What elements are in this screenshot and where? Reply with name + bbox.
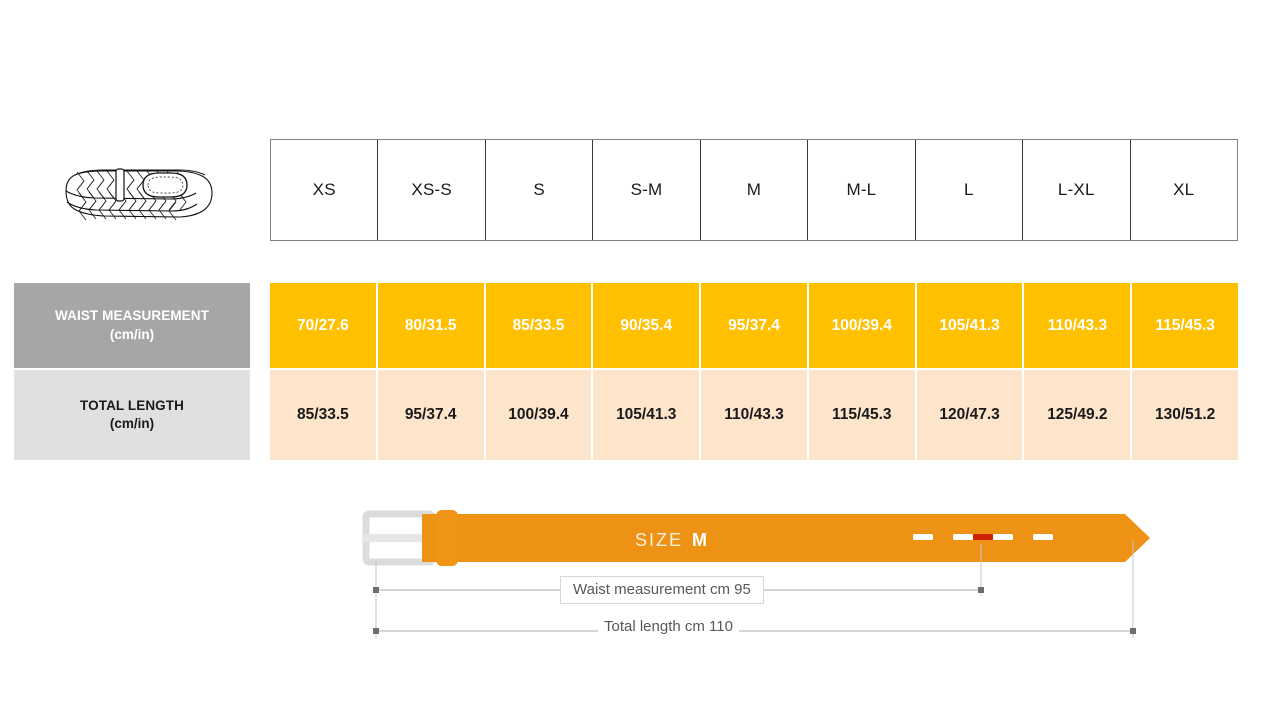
size-header-cell: XS-S	[378, 140, 486, 240]
total-length-value-cell: 110/43.3	[701, 370, 809, 460]
waist-row-label-line2: (cm/in)	[109, 326, 155, 342]
size-header-cell: M	[701, 140, 809, 240]
size-header-cell: XS	[271, 140, 379, 240]
total-length-value-cell: 125/49.2	[1024, 370, 1133, 460]
row-spacer	[250, 283, 270, 368]
total-length-value-cell: 115/45.3	[808, 370, 917, 460]
total-length-value-cell: 120/47.3	[916, 370, 1025, 460]
total-length-value-cell: 100/39.4	[485, 370, 594, 460]
belt-size-prefix: SIZE	[635, 530, 684, 550]
waist-value-cell: 90/35.4	[593, 283, 702, 368]
waist-value-cell: 85/33.5	[485, 283, 594, 368]
size-header-cell: L-XL	[1023, 140, 1131, 240]
total-length-value-cell: 95/37.4	[377, 370, 486, 460]
total-length-callout: Total length cm 110	[598, 618, 739, 635]
total-length-value-cell: 85/33.5	[270, 370, 378, 460]
belt-hole	[1033, 534, 1049, 540]
waist-value-cell: 95/37.4	[701, 283, 809, 368]
size-header-cell: S	[486, 140, 594, 240]
waist-row-label: WAIST MEASUREMENT (cm/in)	[14, 283, 250, 368]
total-length-label-line1: TOTAL LENGTH	[80, 397, 184, 413]
belt-keeper-loop	[436, 510, 458, 566]
waist-measurement-row: WAIST MEASUREMENT (cm/in) 70/27.6 80/31.…	[14, 283, 1239, 368]
waist-value-cell: 105/41.3	[916, 283, 1025, 368]
waist-value-cell: 115/45.3	[1132, 283, 1239, 368]
size-header-cell: S-M	[593, 140, 701, 240]
belt-measurement-diagram	[362, 510, 1150, 638]
total-length-row: TOTAL LENGTH (cm/in) 85/33.5 95/37.4 100…	[14, 370, 1239, 460]
belt-hole	[913, 534, 929, 540]
waist-row-label-line1: WAIST MEASUREMENT	[55, 308, 209, 324]
belt-size-value: M	[692, 530, 708, 550]
waist-values-track: 70/27.6 80/31.5 85/33.5 90/35.4 95/37.4 …	[270, 283, 1239, 368]
belt-hole	[953, 534, 969, 540]
belt-hole-highlighted	[973, 534, 989, 540]
size-header-cell: M-L	[808, 140, 916, 240]
size-header-cell: L	[916, 140, 1024, 240]
size-header-table: XS XS-S S S-M M M-L L L-XL XL	[270, 139, 1238, 241]
total-length-dimension-line	[373, 628, 1136, 634]
total-length-value-cell: 130/51.2	[1132, 370, 1239, 460]
total-length-values-track: 85/33.5 95/37.4 100/39.4 105/41.3 110/43…	[270, 370, 1239, 460]
waist-value-cell: 110/43.3	[1024, 283, 1133, 368]
total-length-row-label: TOTAL LENGTH (cm/in)	[14, 370, 250, 460]
waist-value-cell: 100/39.4	[808, 283, 917, 368]
belt-size-caption: SIZE M	[635, 530, 707, 551]
waist-measurement-callout: Waist measurement cm 95	[560, 576, 764, 604]
braided-belt-illustration	[65, 168, 213, 221]
total-length-value-cell: 105/41.3	[593, 370, 702, 460]
waist-value-cell: 80/31.5	[377, 283, 486, 368]
belt-strap	[422, 514, 1150, 562]
waist-value-cell: 70/27.6	[270, 283, 378, 368]
size-header-cell: XL	[1173, 180, 1195, 199]
total-length-label-line2: (cm/in)	[109, 416, 155, 431]
row-spacer	[250, 370, 270, 460]
belt-hole	[993, 534, 1009, 540]
